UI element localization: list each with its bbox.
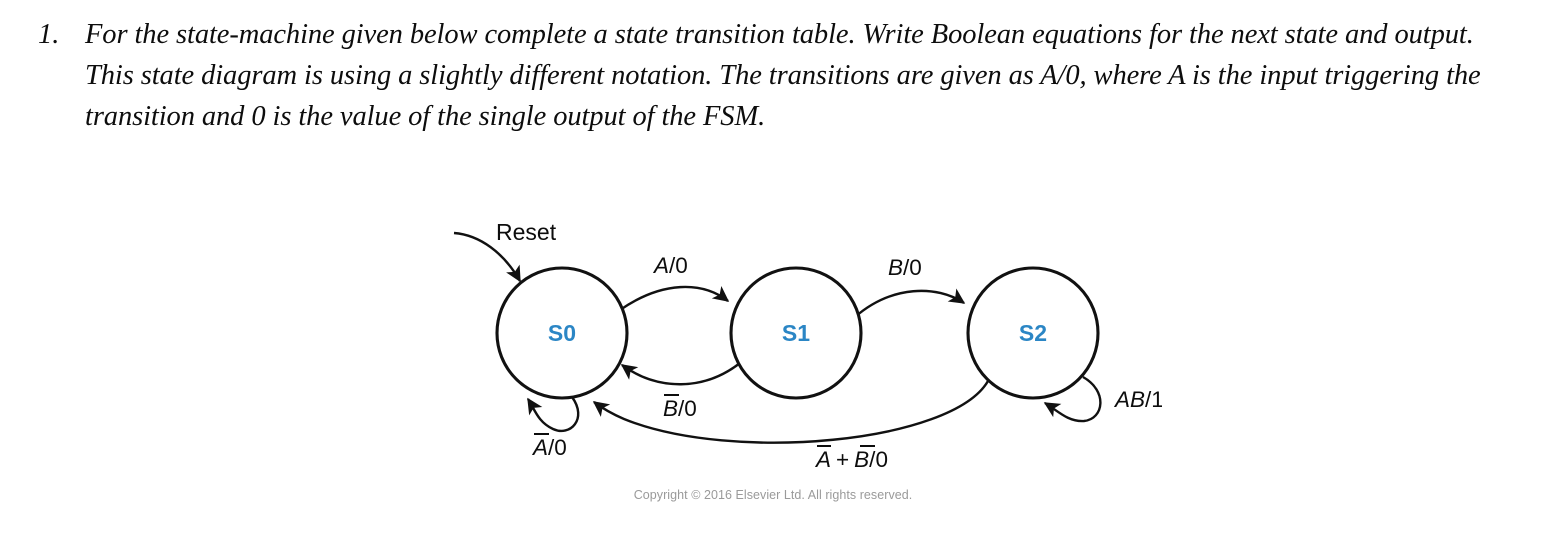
label-out: 0 xyxy=(675,253,688,278)
label-var-a: A xyxy=(652,253,669,278)
label-out: 0 xyxy=(554,435,567,460)
edge-label-a-slash-0: A/0 xyxy=(652,253,688,278)
label-out: 0 xyxy=(909,255,922,280)
question-number: 1. xyxy=(38,19,60,50)
edge-label-nota-plus-notb-slash-0: A+B/0 xyxy=(814,445,888,472)
label-var-a: A xyxy=(814,447,831,472)
state-node-s0[interactable] xyxy=(495,266,629,400)
svg-text:B/0: B/0 xyxy=(663,396,697,421)
s2-self-loop-path xyxy=(1043,375,1102,423)
label-sep: / xyxy=(678,396,685,421)
edge-s1-s0-path xyxy=(620,362,741,386)
label-plus: + xyxy=(836,447,849,472)
edge-label-notb-slash-0: B/0 xyxy=(663,394,697,421)
svg-text:A/0: A/0 xyxy=(531,435,567,460)
question-block: 1. For the state-machine given below com… xyxy=(38,14,1518,137)
copyright-notice: Copyright © 2016 Elsevier Ltd. All right… xyxy=(633,488,913,502)
label-out: 1 xyxy=(1151,387,1162,412)
label-sep: / xyxy=(1145,387,1152,412)
svg-text:AB/1: AB/1 xyxy=(1113,387,1162,412)
state-label-s1: S1 xyxy=(782,320,810,346)
label-sep: / xyxy=(669,253,676,278)
label-var-b: B xyxy=(663,396,678,421)
state-node-s1[interactable] xyxy=(729,266,863,400)
fsm-diagram-svg: Reset S0 S1 S2 A/0 B/0 xyxy=(453,219,1162,472)
edge-s2-s0-path xyxy=(592,380,990,444)
label-sep: / xyxy=(548,435,555,460)
svg-text:A/0: A/0 xyxy=(652,253,688,278)
label-var-b: B xyxy=(888,255,903,280)
edge-label-b-slash-0: B/0 xyxy=(888,255,922,280)
state-label-s0: S0 xyxy=(548,320,576,346)
state-node-s2[interactable] xyxy=(966,266,1100,400)
label-var-a: A xyxy=(531,435,548,460)
edge-label-nota-slash-0: A/0 xyxy=(531,433,567,460)
fsm-state-diagram: Reset S0 S1 S2 A/0 B/0 xyxy=(0,205,1546,544)
reset-arrow xyxy=(453,231,522,283)
s0-self-loop-path xyxy=(526,396,580,432)
label-var-b: B xyxy=(854,447,869,472)
svg-text:A+B/0: A+B/0 xyxy=(814,447,888,472)
reset-label: Reset xyxy=(496,219,557,245)
label-sep: / xyxy=(903,255,910,280)
edge-s0-s1-path xyxy=(619,285,730,311)
label-var-ab: AB xyxy=(1113,387,1145,412)
label-out: 0 xyxy=(684,396,697,421)
edge-label-ab-slash-1: AB/1 xyxy=(1113,387,1162,412)
edge-s1-s2-path xyxy=(854,288,966,318)
label-sep: / xyxy=(869,447,876,472)
svg-text:B/0: B/0 xyxy=(888,255,922,280)
state-label-s2: S2 xyxy=(1019,320,1047,346)
label-out: 0 xyxy=(875,447,888,472)
question-text: For the state-machine given below comple… xyxy=(85,19,1481,132)
